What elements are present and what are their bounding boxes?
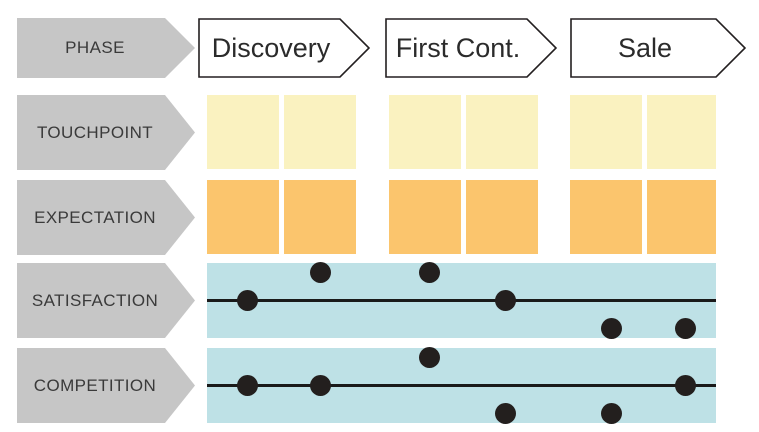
data-point-dot[interactable] [309, 374, 331, 396]
phase-label: First Cont. [395, 32, 521, 63]
competition-band[interactable] [207, 346, 716, 424]
touchpoint-cell[interactable] [207, 95, 279, 169]
expectation-cell[interactable] [647, 180, 716, 254]
competition-axis-line [207, 384, 716, 387]
data-point-dot[interactable] [494, 402, 516, 424]
row-label-satisfaction[interactable]: SATISFACTION [17, 263, 195, 338]
satisfaction-band[interactable] [207, 261, 716, 339]
data-point-dot[interactable] [674, 317, 696, 339]
chevron-outline-icon [198, 18, 370, 78]
phase-chevron-discovery[interactable]: Discovery [198, 18, 370, 78]
row-label-text: SATISFACTION [31, 290, 159, 310]
row-label-text: EXPECTATION [34, 207, 156, 227]
data-point-dot[interactable] [309, 261, 331, 283]
row-label-competition[interactable]: COMPETITION [17, 348, 195, 423]
data-point-dot[interactable] [236, 289, 258, 311]
data-point-dot[interactable] [674, 374, 696, 396]
touchpoint-cell[interactable] [284, 95, 356, 169]
row-label-text: PHASE [65, 38, 125, 57]
data-point-dot[interactable] [600, 317, 622, 339]
expectation-cell[interactable] [389, 180, 461, 254]
expectation-cell[interactable] [284, 180, 356, 254]
data-point-dot[interactable] [418, 261, 440, 283]
chevron-shape-icon [17, 348, 195, 423]
chevron-shape-icon [17, 18, 195, 78]
data-point-dot[interactable] [600, 402, 622, 424]
row-label-touchpoint[interactable]: TOUCHPOINT [17, 95, 195, 170]
chevron-shape-icon [17, 263, 195, 338]
expectation-cell[interactable] [207, 180, 279, 254]
data-point-dot[interactable] [494, 289, 516, 311]
phase-chevron-sale[interactable]: Sale [570, 18, 746, 78]
touchpoint-cell[interactable] [466, 95, 538, 169]
row-label-text: TOUCHPOINT [36, 122, 154, 142]
chevron-outline-icon [570, 18, 746, 78]
phase-label: Discovery [211, 32, 331, 63]
touchpoint-cell[interactable] [389, 95, 461, 169]
row-label-expectation[interactable]: EXPECTATION [17, 180, 195, 255]
expectation-cell[interactable] [466, 180, 538, 254]
chevron-outline-icon [385, 18, 557, 78]
touchpoint-cell[interactable] [647, 95, 716, 169]
data-point-dot[interactable] [418, 346, 440, 368]
touchpoint-cell[interactable] [570, 95, 642, 169]
data-point-dot[interactable] [236, 374, 258, 396]
row-label-text: COMPETITION [33, 375, 157, 395]
chevron-shape-icon [17, 95, 195, 170]
phase-chevron-first-cont[interactable]: First Cont. [385, 18, 557, 78]
row-label-phase[interactable]: PHASE [17, 18, 195, 78]
expectation-cell[interactable] [570, 180, 642, 254]
satisfaction-axis-line [207, 299, 716, 302]
phase-label: Sale [617, 32, 673, 63]
chevron-shape-icon [17, 180, 195, 255]
